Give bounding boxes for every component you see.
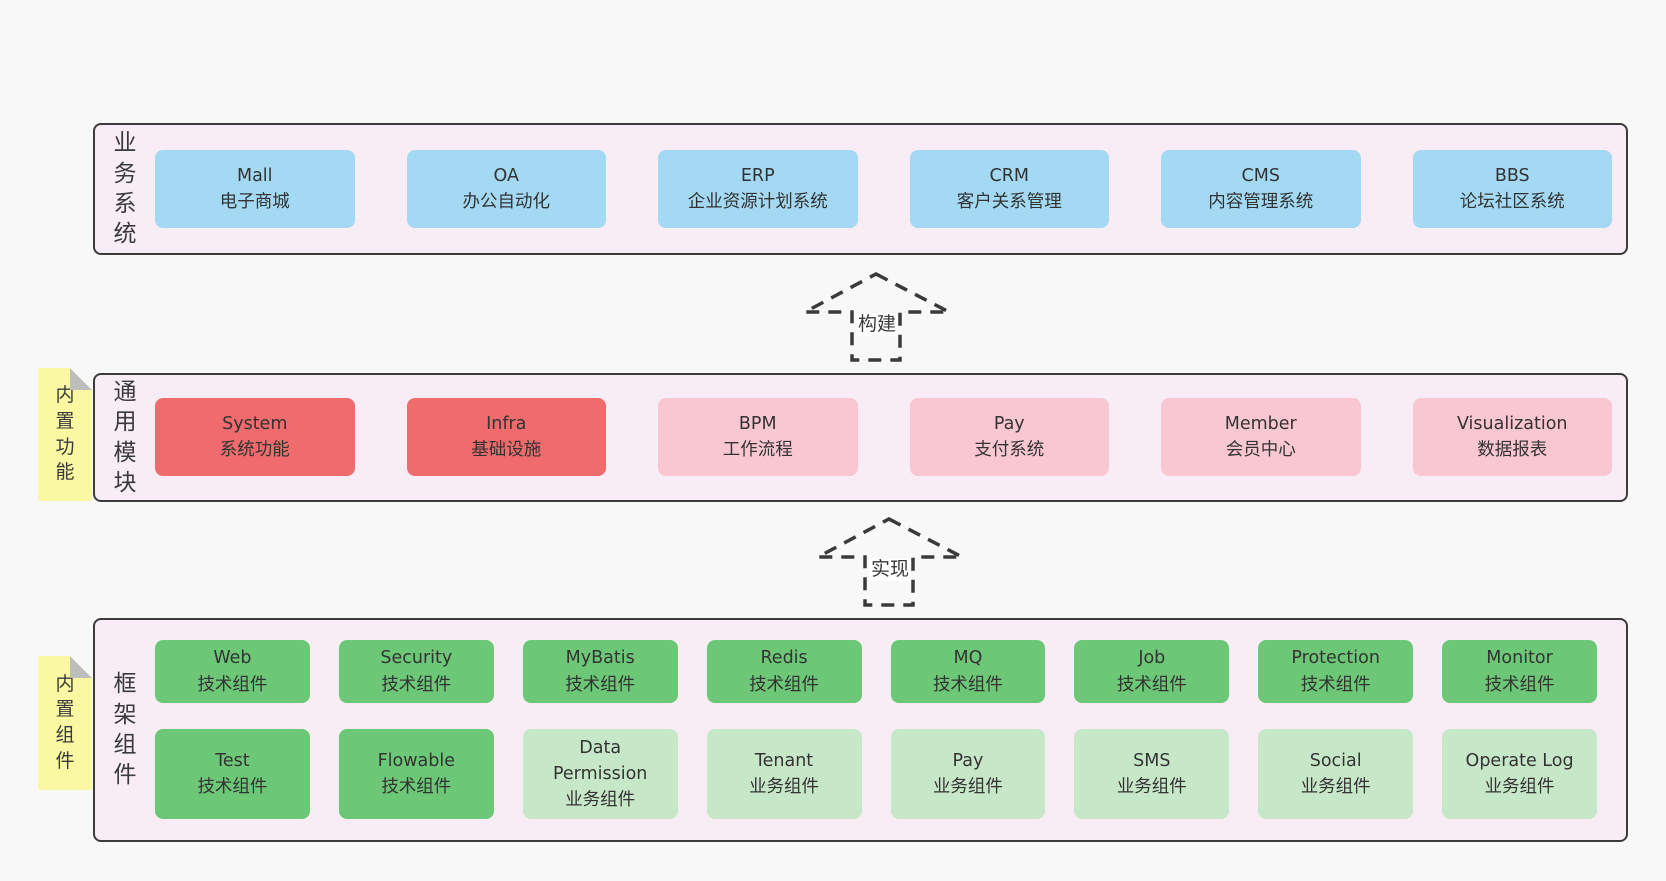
module-box-bpm: BPM 工作流程 bbox=[658, 398, 858, 476]
module-box-cms: CMS 内容管理系统 bbox=[1161, 150, 1361, 228]
module-box-web: Web 技术组件 bbox=[155, 640, 310, 704]
module-box-operate-log: Operate Log 业务组件 bbox=[1442, 729, 1597, 819]
module-box-infra: Infra 基础设施 bbox=[406, 398, 606, 476]
module-box-tenant: Tenant 业务组件 bbox=[706, 729, 862, 819]
layer-common-modules: 通用模块 System 系统功能 Infra 基础设施 BPM 工作流程 Pay… bbox=[93, 373, 1628, 502]
module-box-visualization: Visualization 数据报表 bbox=[1412, 398, 1612, 476]
layer-content-framework-components: Web 技术组件 Security 技术组件 MyBatis 技术组件 Redi… bbox=[155, 620, 1626, 840]
module-box-test: Test 技术组件 bbox=[155, 729, 310, 819]
implement-arrow-label: 实现 bbox=[868, 558, 912, 581]
layer-content-business-systems: Mall 电子商城 OA 办公自动化 ERP 企业资源计划系统 CRM 客户关系… bbox=[155, 125, 1626, 253]
module-box-security: Security 技术组件 bbox=[338, 640, 494, 704]
sticky-note-built-in-features: 内置功能 bbox=[38, 368, 92, 501]
sticky-note-text: 内置组件 bbox=[55, 672, 75, 772]
layer-label-wrap: 业务系统 bbox=[95, 125, 155, 253]
layer-label-business-systems: 业务系统 bbox=[113, 130, 137, 248]
module-box-social: Social 业务组件 bbox=[1258, 729, 1414, 819]
module-box-member: Member 会员中心 bbox=[1161, 398, 1361, 476]
folded-corner-icon bbox=[70, 368, 92, 390]
dashed-up-arrow-icon bbox=[804, 272, 950, 362]
module-box-mybatis: MyBatis 技术组件 bbox=[522, 640, 678, 704]
module-box-pay: Pay 业务组件 bbox=[890, 729, 1046, 819]
module-box-mq: MQ 技术组件 bbox=[890, 640, 1046, 704]
layer-label-common-modules: 通用模块 bbox=[113, 378, 137, 496]
module-box-monitor: Monitor 技术组件 bbox=[1442, 640, 1597, 704]
module-box-crm: CRM 客户关系管理 bbox=[909, 150, 1109, 228]
implement-arrow: 实现 bbox=[816, 516, 964, 608]
layer-business-systems: 业务系统 Mall 电子商城 OA 办公自动化 ERP 企业资源计划系统 CRM… bbox=[93, 123, 1628, 255]
module-box-bbs: BBS 论坛社区系统 bbox=[1412, 150, 1612, 228]
module-box-redis: Redis 技术组件 bbox=[706, 640, 862, 704]
module-box-system: System 系统功能 bbox=[155, 398, 355, 476]
module-box-erp: ERP 企业资源计划系统 bbox=[658, 150, 858, 228]
layer-label-wrap: 框架组件 bbox=[95, 620, 155, 840]
build-arrow: 构建 bbox=[803, 271, 951, 363]
sticky-note-built-in-components: 内置组件 bbox=[38, 656, 92, 790]
module-box-sms: SMS 业务组件 bbox=[1074, 729, 1230, 819]
module-box-data-permission: Data Permission 业务组件 bbox=[522, 729, 678, 819]
module-box-oa: OA 办公自动化 bbox=[406, 150, 606, 228]
build-arrow-label: 构建 bbox=[855, 313, 899, 336]
module-box-mall: Mall 电子商城 bbox=[155, 150, 355, 228]
module-box-protection: Protection 技术组件 bbox=[1258, 640, 1414, 704]
module-box-flowable: Flowable 技术组件 bbox=[338, 729, 494, 819]
layer-framework-components: 框架组件 Web 技术组件 Security 技术组件 MyBatis 技术组件… bbox=[93, 618, 1628, 842]
module-box-pay: Pay 支付系统 bbox=[909, 398, 1109, 476]
folded-corner-icon bbox=[70, 656, 92, 678]
module-box-job: Job 技术组件 bbox=[1074, 640, 1230, 704]
layer-label-wrap: 通用模块 bbox=[95, 375, 155, 500]
dashed-up-arrow-icon bbox=[817, 517, 963, 607]
layer-content-common-modules: System 系统功能 Infra 基础设施 BPM 工作流程 Pay 支付系统… bbox=[155, 375, 1626, 500]
layer-label-framework-components: 框架组件 bbox=[113, 671, 137, 789]
sticky-note-text: 内置功能 bbox=[55, 384, 75, 484]
